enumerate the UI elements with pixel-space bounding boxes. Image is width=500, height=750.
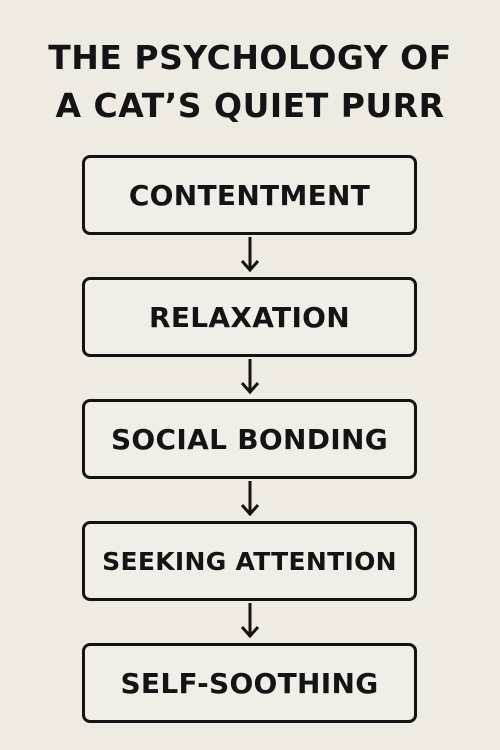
step-relaxation: RELAXATION: [82, 277, 417, 357]
step-social-bonding: SOCIAL BONDING: [82, 399, 417, 479]
step-label: RELAXATION: [148, 300, 351, 334]
step-label: SEEKING ATTENTION: [102, 546, 397, 576]
step-label: CONTENTMENT: [128, 178, 371, 212]
arrow-down-icon: [240, 359, 260, 395]
arrow-down-icon: [240, 603, 260, 639]
diagram-title-line-2: A CAT’S QUIET PURR: [55, 86, 445, 125]
step-seeking-attention: SEEKING ATTENTION: [82, 521, 417, 601]
step-label: SELF-SOOTHING: [120, 666, 379, 700]
step-self-soothing: SELF-SOOTHING: [82, 643, 417, 723]
arrow-down-icon: [240, 481, 260, 517]
diagram-title-line-1: THE PSYCHOLOGY OF: [48, 38, 452, 77]
diagram-title: THE PSYCHOLOGY OF A CAT’S QUIET PURR: [0, 34, 500, 130]
step-contentment: CONTENTMENT: [82, 155, 417, 235]
arrow-down-icon: [240, 237, 260, 273]
step-label: SOCIAL BONDING: [110, 422, 389, 456]
